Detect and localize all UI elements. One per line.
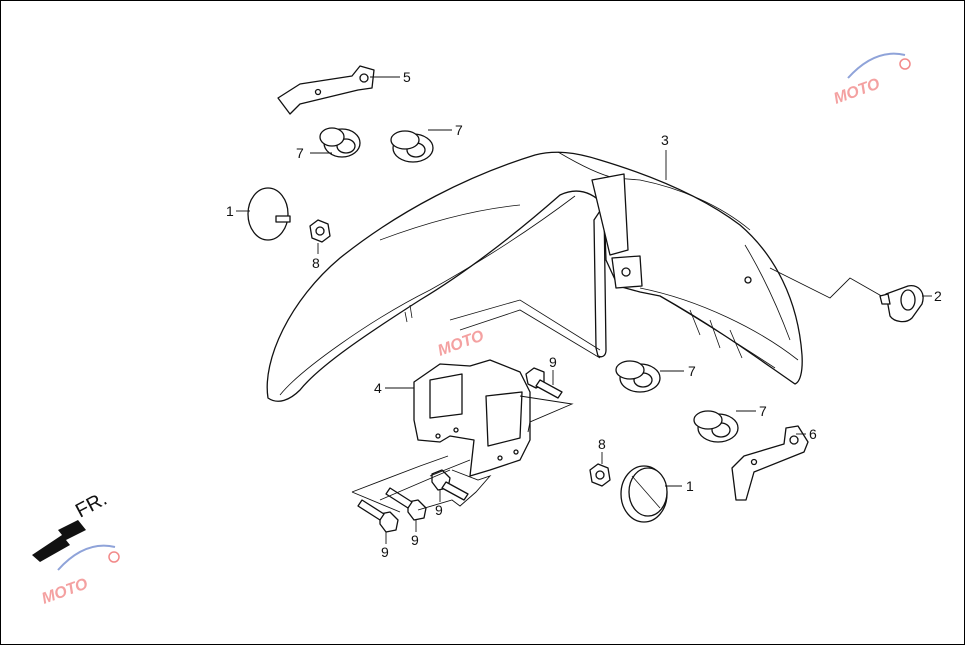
- callout-label: 7: [759, 403, 767, 419]
- bolt-part-9-a: [357, 499, 399, 533]
- bracket-part-5: [277, 65, 375, 115]
- callout-label: 3: [661, 132, 669, 148]
- callout-label: 1: [226, 203, 234, 219]
- callout-label: 9: [435, 502, 443, 518]
- grommet-part-7-middle: [615, 360, 661, 393]
- bolt-part-9-upper: [525, 367, 563, 399]
- bracket-part-4: [413, 359, 531, 477]
- callout-label: 9: [381, 544, 389, 560]
- cap-part-1-left: [247, 187, 291, 241]
- bolt-part-9-b: [385, 487, 427, 521]
- assembly-guide-lines: [351, 395, 574, 513]
- callout-label: 4: [374, 380, 382, 396]
- callout-label: 9: [411, 532, 419, 548]
- callout-label: 2: [934, 288, 942, 304]
- watermark-text: MOTO: [436, 327, 487, 359]
- nut-part-8-upper: [309, 219, 331, 243]
- front-fender: [266, 151, 803, 402]
- grommet-part-7-lower-right: [693, 410, 739, 443]
- callout-label: 7: [455, 122, 463, 138]
- callout-label: 1: [686, 478, 694, 494]
- front-direction-arrow: [32, 520, 86, 562]
- bolt-part-9-c: [431, 469, 469, 501]
- nut-part-8-lower: [589, 463, 611, 487]
- watermark-top-right: MOTO: [832, 52, 911, 108]
- watermark-center: MOTO: [436, 327, 487, 359]
- grommet-part-7-top-right: [390, 130, 434, 163]
- front-direction-label: FR.: [72, 488, 111, 523]
- callout-label: 8: [312, 255, 320, 271]
- cap-part-1-right: [620, 465, 668, 523]
- callout-label: 8: [598, 436, 606, 452]
- callout-label: 6: [809, 426, 817, 442]
- watermark-text: MOTO: [832, 75, 883, 107]
- callout-label: 7: [296, 145, 304, 161]
- callout-label: 7: [688, 363, 696, 379]
- callout-label: 9: [549, 354, 557, 370]
- clip-part-2: [879, 285, 924, 323]
- leader-fender-part2: [769, 267, 886, 299]
- grommet-part-7-top-left: [319, 127, 361, 158]
- watermark-text: MOTO: [40, 575, 91, 607]
- callout-label: 5: [403, 69, 411, 85]
- bracket-part-6: [731, 425, 809, 501]
